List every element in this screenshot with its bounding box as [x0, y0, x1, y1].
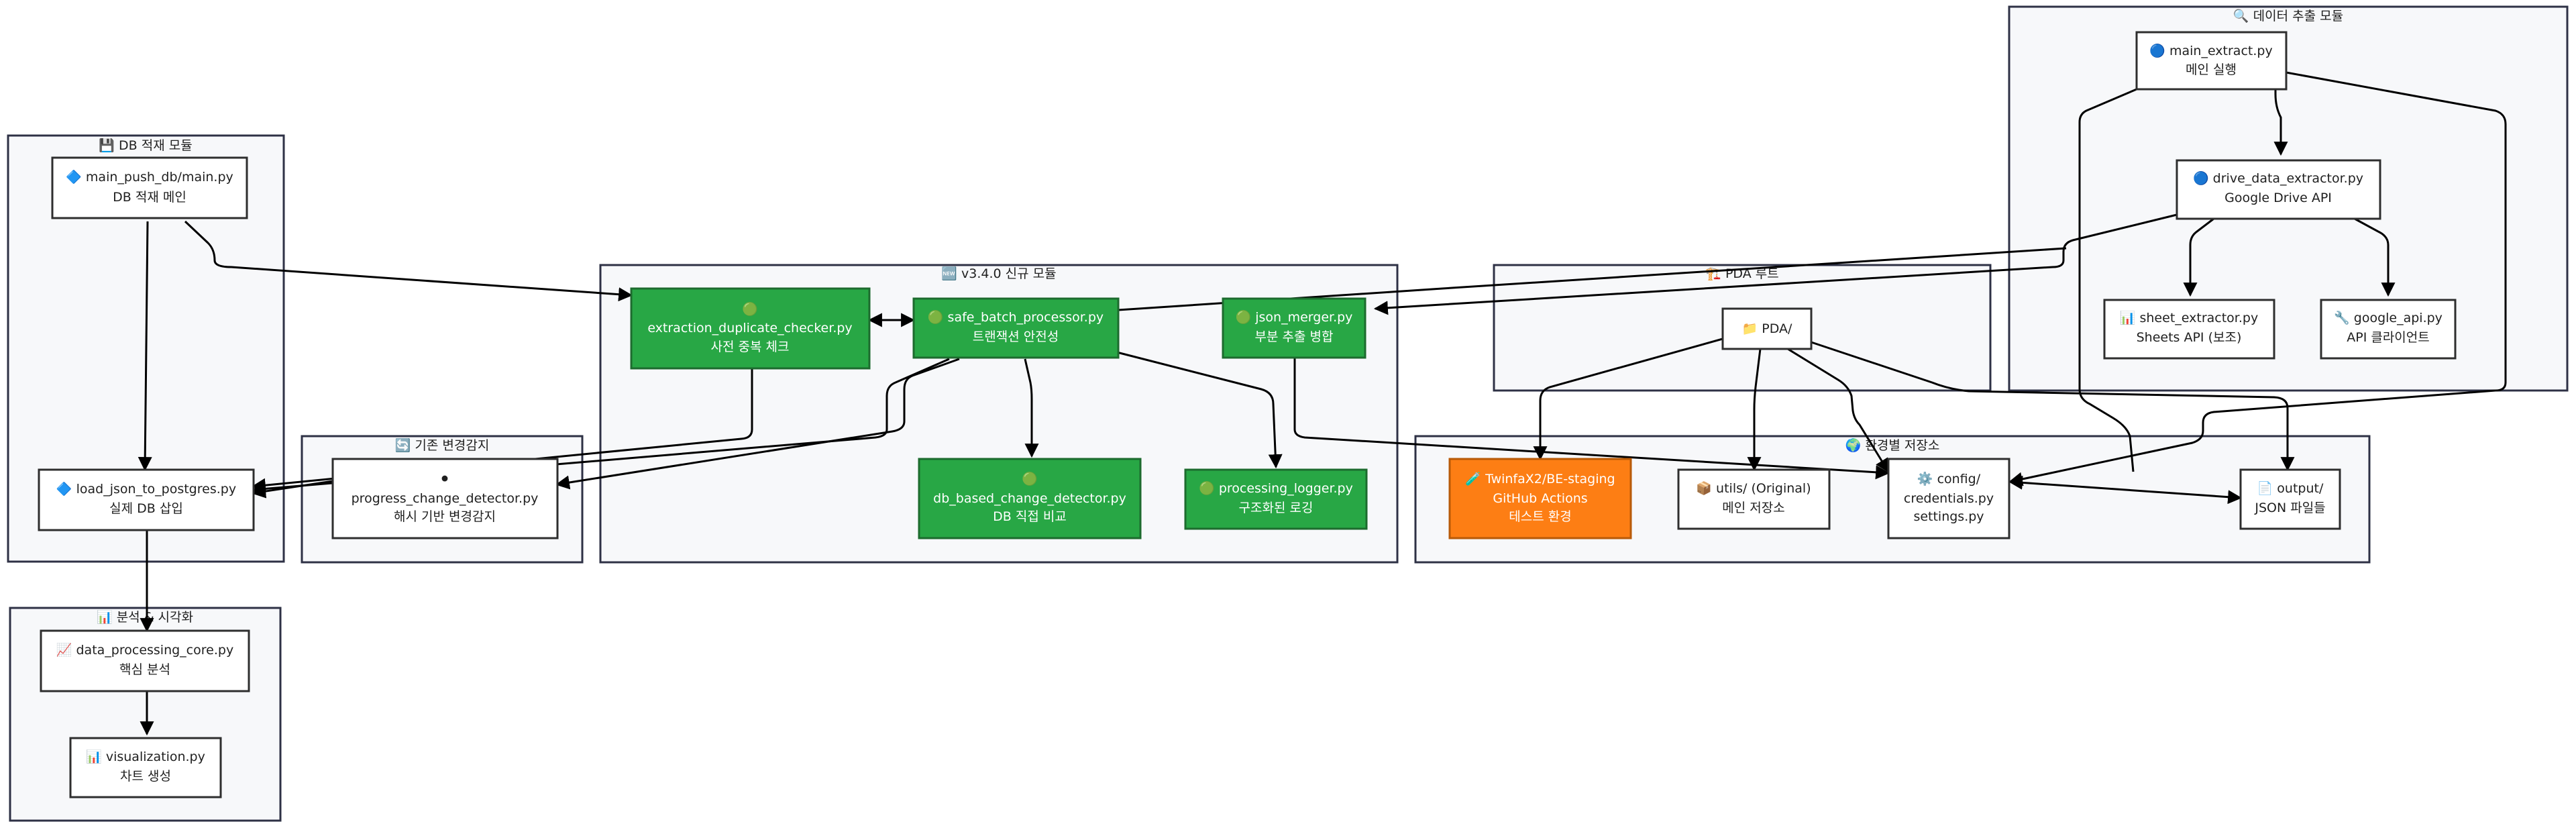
cluster-label-analysis: 📊 분석 & 시각화	[97, 609, 193, 625]
cluster-label-extract: 🔍 데이터 추출 모듈	[2233, 7, 2343, 23]
node-config-sub1: credentials.py	[1904, 491, 1994, 506]
node-progress-title: progress_change_detector.py	[352, 491, 539, 506]
node-db-change-icon: 🟢	[1022, 471, 1038, 486]
node-dup-title: extraction_duplicate_checker.py	[647, 321, 852, 335]
node-main-extract[interactable]: 🔵 main_extract.py 메인 실행	[2135, 31, 2288, 91]
node-db-change-sub: DB 직접 비교	[993, 509, 1067, 524]
node-google-api-title: 🔧 google_api.py	[2334, 310, 2443, 325]
edge-main-push-to-load-json	[138, 221, 152, 472]
edge-main-extract-to-left	[2078, 88, 2137, 472]
edge-main-push-to-dup	[184, 220, 633, 302]
edge-drive-to-sheet	[2183, 217, 2214, 297]
edge-safe-batch-to-logger	[1116, 351, 1283, 469]
edge-drive-to-json-merger	[1373, 213, 2178, 315]
node-utils-sub: 메인 저장소	[1722, 501, 1784, 515]
node-twinfa-title: 🧪 TwinfaX2/BE-staging	[1465, 472, 1615, 486]
node-utils[interactable]: 📦 utils/ (Original) 메인 저장소	[1677, 468, 1831, 530]
node-config-sub2: settings.py	[1913, 509, 1984, 524]
node-data-processing-core[interactable]: 📈 data_processing_core.py 핵심 분석	[40, 629, 250, 692]
node-load-json-title: 🔷 load_json_to_postgres.py	[56, 481, 236, 497]
node-twinfa-sub1: GitHub Actions	[1493, 491, 1587, 506]
node-utils-title: 📦 utils/ (Original)	[1696, 480, 1811, 496]
node-output-title: 📄 output/	[2257, 480, 2324, 496]
node-visualization[interactable]: 📊 visualization.py 차트 생성	[69, 737, 222, 798]
edge-config-output	[2008, 475, 2243, 505]
edge-safe-batch-to-load-json	[251, 358, 950, 496]
node-json-merger[interactable]: 🟢 json_merger.py 부분 추출 병합	[1222, 297, 1366, 359]
node-main-extract-title: 🔵 main_extract.py	[2149, 43, 2272, 58]
node-logger-sub: 구조화된 로깅	[1239, 501, 1313, 515]
node-sheet-sub: Sheets API (보조)	[2137, 330, 2242, 345]
node-visualization-title: 📊 visualization.py	[86, 749, 205, 764]
node-output-sub: JSON 파일들	[2254, 501, 2325, 515]
node-db-change-title: db_based_change_detector.py	[933, 491, 1126, 506]
node-logger-title: 🟢 processing_logger.py	[1199, 480, 1353, 496]
cluster-label-v34: 🆕 v3.4.0 신규 모듈	[941, 266, 1056, 281]
edge-safe-batch-to-progress	[555, 358, 960, 490]
edge-dup-to-load-json	[251, 368, 753, 493]
node-load-json-sub: 실제 DB 삽입	[109, 501, 183, 516]
node-main-push-sub: DB 적재 메인	[113, 190, 186, 205]
node-json-merger-title: 🟢 json_merger.py	[1236, 309, 1353, 325]
cluster-label-legacy: 🔄 기존 변경감지	[395, 437, 490, 453]
edge-progress-to-load-json	[251, 480, 333, 499]
node-json-merger-sub: 부분 추출 병합	[1255, 329, 1334, 344]
edge-pda-to-utils	[1747, 348, 1762, 472]
edge-main-extract-to-drive	[2273, 70, 2288, 156]
node-main-extract-sub: 메인 실행	[2186, 62, 2237, 77]
node-pda[interactable]: 📁 PDA/	[1721, 307, 1813, 350]
edge-pda-to-twinfa	[1533, 338, 1723, 461]
node-drive-title: 🔵 drive_data_extractor.py	[2193, 170, 2363, 186]
node-data-core-title: 📈 data_processing_core.py	[56, 642, 233, 658]
edge-pda-to-config	[1787, 348, 1890, 473]
node-data-core-sub: 핵심 분석	[119, 662, 170, 677]
node-progress-sub: 해시 기반 변경감지	[394, 509, 496, 524]
node-db-based-change-detector[interactable]: 🟢 db_based_change_detector.py DB 직접 비교	[918, 458, 1142, 539]
node-safe-batch-title: 🟢 safe_batch_processor.py	[928, 309, 1104, 325]
node-processing-logger[interactable]: 🟢 processing_logger.py 구조화된 로깅	[1184, 468, 1368, 530]
node-twinfa-staging[interactable]: 🧪 TwinfaX2/BE-staging GitHub Actions 테스트…	[1448, 458, 1632, 539]
node-visualization-sub: 차트 생성	[120, 769, 171, 784]
edge-json-merger-to-config	[1293, 358, 1890, 480]
node-drive-data-extractor[interactable]: 🔵 drive_data_extractor.py Google Drive A…	[2176, 159, 2381, 220]
node-safe-batch-processor[interactable]: 🟢 safe_batch_processor.py 트랜잭션 안전성	[912, 297, 1120, 359]
node-main-push-db[interactable]: 🔷 main_push_db/main.py DB 적재 메인	[51, 156, 248, 219]
node-google-api-sub: API 클라이언트	[2347, 330, 2430, 345]
node-google-api[interactable]: 🔧 google_api.py API 클라이언트	[2320, 299, 2457, 360]
node-extraction-duplicate-checker[interactable]: 🟢 extraction_duplicate_checker.py 사전 중복 …	[630, 287, 871, 370]
node-dup-icon: 🟢	[742, 301, 758, 317]
node-sheet-extractor[interactable]: 📊 sheet_extractor.py Sheets API (보조)	[2103, 299, 2275, 360]
node-load-json-to-postgres[interactable]: 🔷 load_json_to_postgres.py 실제 DB 삽입	[38, 468, 255, 531]
node-progress-change-detector[interactable]: ⚫ progress_change_detector.py 해시 기반 변경감지	[331, 458, 559, 539]
node-sheet-title: 📊 sheet_extractor.py	[2120, 310, 2258, 325]
node-config[interactable]: ⚙️ config/ credentials.py settings.py	[1887, 458, 2010, 539]
node-pda-title: 📁 PDA/	[1742, 321, 1792, 336]
edge-safe-batch-to-db-change	[1024, 358, 1039, 458]
edge-main-extract-to-config	[2008, 71, 2507, 486]
node-safe-batch-sub: 트랜잭션 안전성	[973, 329, 1059, 344]
cluster-label-db: 💾 DB 적재 모듈	[99, 138, 192, 153]
node-drive-sub: Google Drive API	[2224, 191, 2332, 205]
node-main-push-title: 🔷 main_push_db/main.py	[66, 169, 233, 185]
node-output[interactable]: 📄 output/ JSON 파일들	[2239, 468, 2341, 530]
node-dup-sub: 사전 중복 체크	[711, 340, 790, 354]
edge-drive-to-google-api	[2354, 217, 2396, 297]
cluster-label-env: 🌍 환경별 저장소	[1845, 437, 1940, 453]
node-config-title: ⚙️ config/	[1917, 471, 1981, 486]
node-twinfa-sub2: 테스트 환경	[1509, 509, 1571, 524]
node-progress-icon: ⚫	[439, 472, 450, 486]
edge-pda-to-output	[1811, 341, 2295, 472]
